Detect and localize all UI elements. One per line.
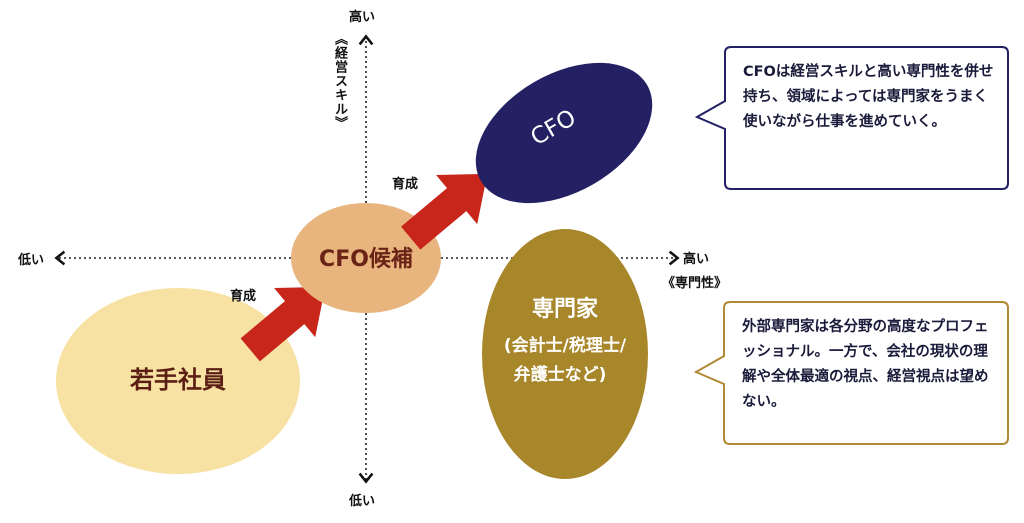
x-axis-high-label: 高い [683, 252, 710, 267]
label-arrow-upper: 育成 [392, 176, 418, 192]
x-axis-low-label: 低い [18, 253, 45, 268]
arrow-upper [401, 173, 488, 250]
label-specialist-sub1: (会計士/税理士/ [504, 335, 627, 356]
callout-cfo-box [694, 46, 1009, 190]
node-young-employee [56, 288, 300, 474]
y-axis-low-label: 低い [349, 494, 376, 509]
label-cfo-candidate: CFO候補 [319, 246, 413, 272]
y-axis-high-label: 高い [349, 10, 376, 25]
callout-specialist-text: 外部専門家は各分野の高度なプロフェッショナル。一方で、会社の現状の理解や全体最適… [742, 319, 989, 410]
label-specialist-sub2: 弁護士など) [514, 364, 607, 385]
y-axis-title: 《経営スキル》 [332, 32, 347, 130]
arrow-lower [240, 286, 326, 362]
label-arrow-lower: 育成 [230, 288, 256, 304]
callout-specialist-box [693, 301, 1009, 445]
node-specialist [482, 229, 648, 479]
node-cfo-candidate [291, 203, 441, 313]
x-axis-title: 《専門性》 [662, 276, 728, 291]
callout-cfo-text: CFOは経営スキルと高い専門性を併せ持ち、領域によっては専門家をうまく使いながら… [743, 64, 994, 130]
node-cfo [475, 62, 653, 204]
label-specialist-title: 専門家 [532, 296, 599, 322]
label-young-employee: 若手社員 [129, 366, 226, 394]
